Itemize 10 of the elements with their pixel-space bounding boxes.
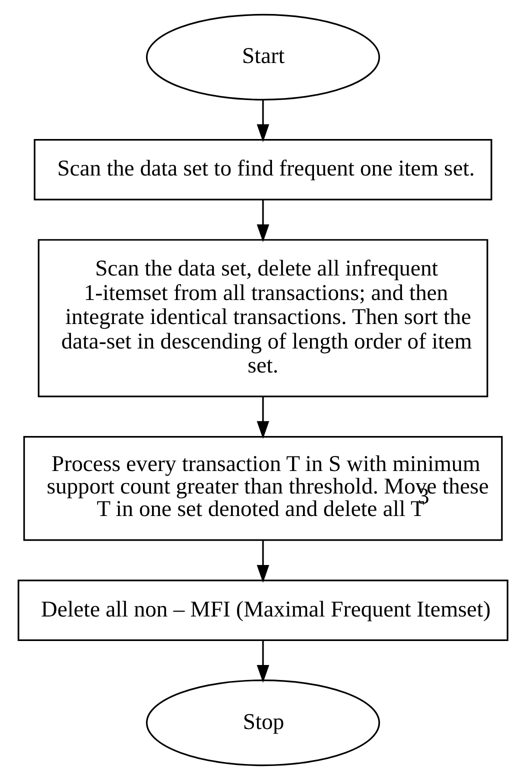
node-box: Scan the data set to find frequent one item set. (33, 139, 492, 200)
node-box: Scan the data set, delete all infrequent 1-itemset from all transactions; and then integrate identical transactions. Then sort the data-set in descending of length order of item set. (37, 239, 488, 398)
arrow (256, 540, 269, 583)
arrow (256, 396, 269, 439)
arrow (256, 640, 269, 683)
arrow (256, 100, 269, 142)
node-box: Delete all non – MFI (Maximal Frequent Itemset) (17, 580, 508, 641)
node-ellipse: Start (145, 14, 380, 101)
arrow (256, 200, 269, 242)
node-ellipse: Stop (145, 679, 380, 766)
